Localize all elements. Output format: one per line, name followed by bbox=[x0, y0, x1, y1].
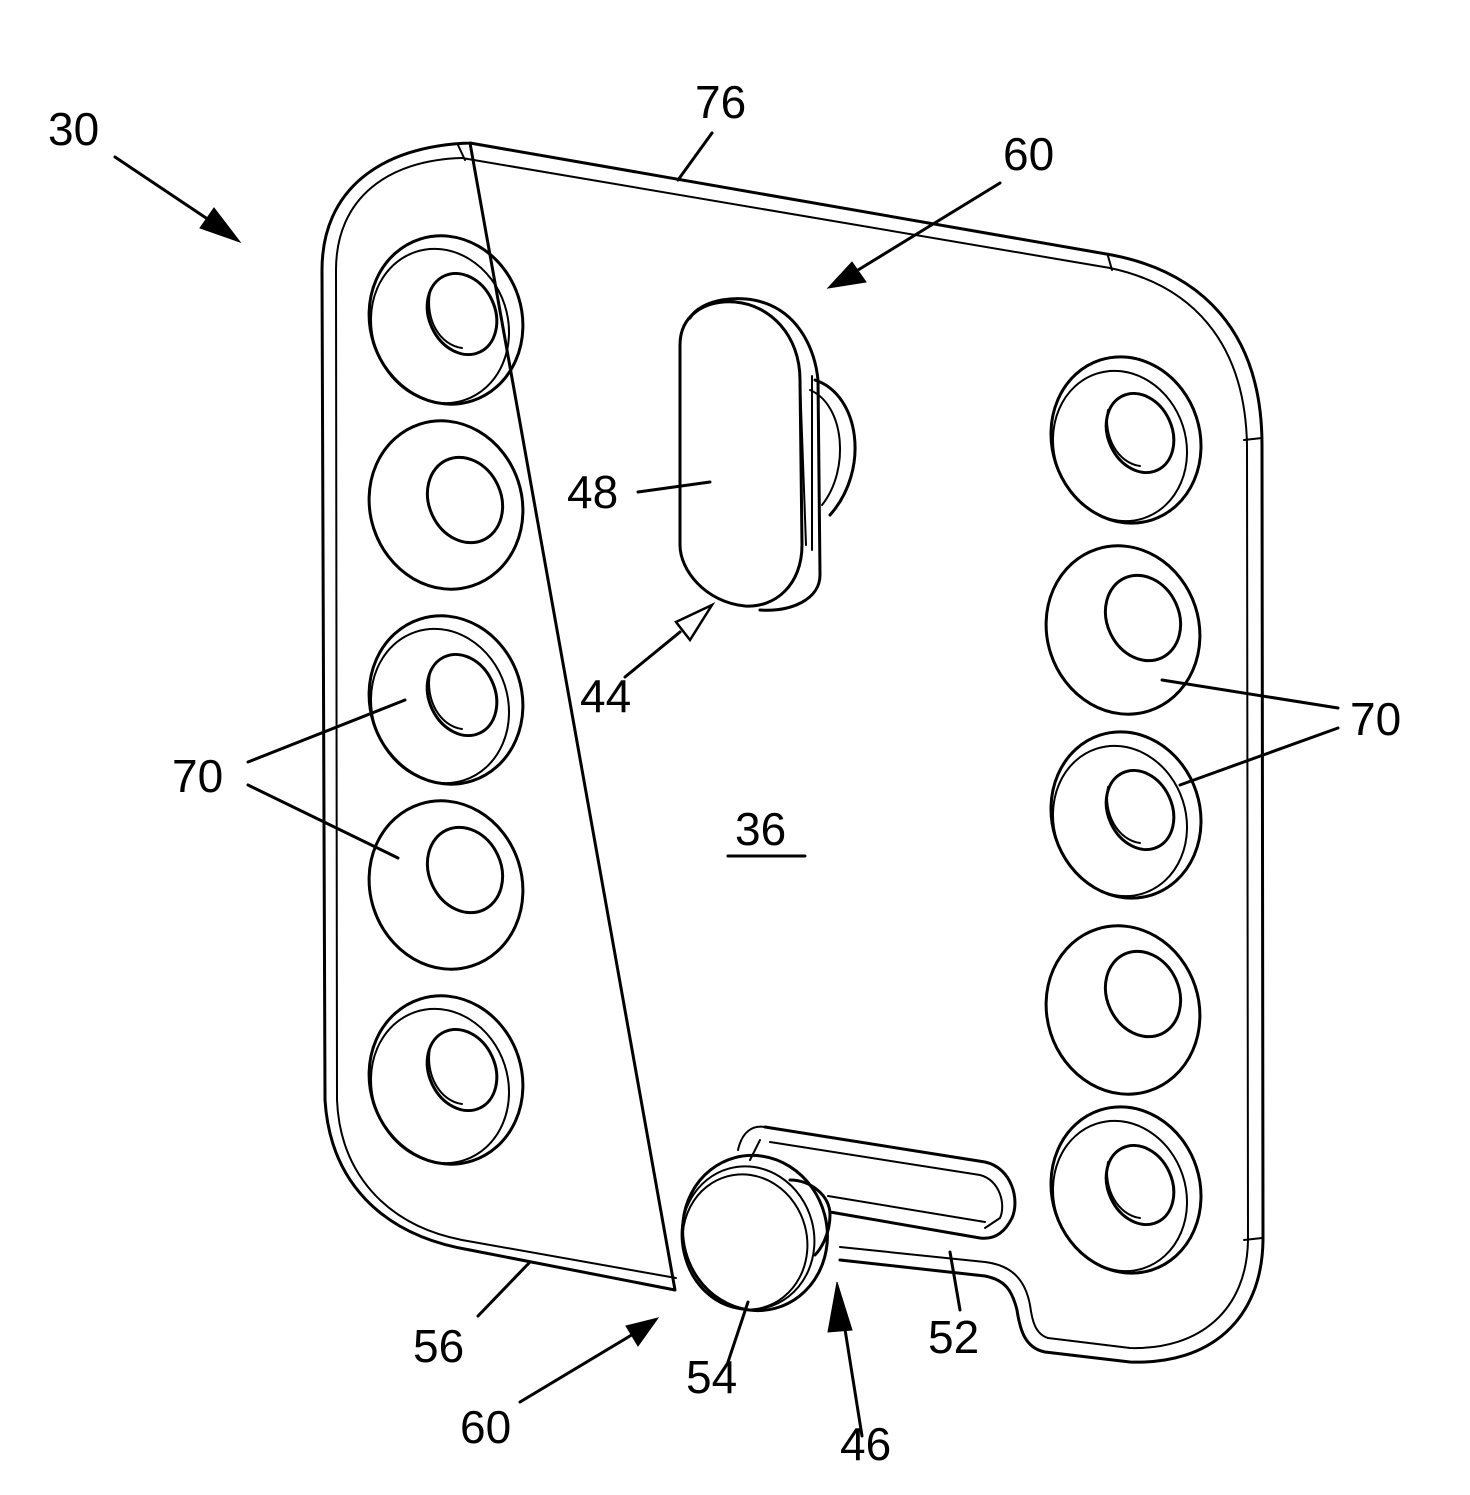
label-60-top: 60 bbox=[1003, 128, 1054, 180]
left-hole-5 bbox=[347, 976, 544, 1185]
label-60-bottom: 60 bbox=[460, 1401, 511, 1453]
upper-pin bbox=[680, 299, 855, 611]
right-hole-3 bbox=[1030, 712, 1223, 918]
leaders bbox=[115, 133, 1338, 1436]
label-54: 54 bbox=[686, 1351, 737, 1403]
label-48: 48 bbox=[567, 466, 618, 518]
right-hole-2 bbox=[1024, 526, 1221, 735]
label-44: 44 bbox=[580, 670, 631, 722]
label-46: 46 bbox=[840, 1418, 891, 1470]
left-hole-2 bbox=[347, 401, 544, 610]
label-70-right: 70 bbox=[1350, 693, 1401, 745]
label-30: 30 bbox=[48, 103, 99, 155]
lower-pin bbox=[665, 1139, 844, 1327]
label-76: 76 bbox=[695, 76, 746, 128]
right-hole-5 bbox=[1030, 1087, 1223, 1293]
left-hole-3 bbox=[347, 596, 544, 805]
right-hole-1 bbox=[1030, 337, 1223, 543]
label-56: 56 bbox=[413, 1320, 464, 1372]
left-hole-4 bbox=[347, 781, 544, 990]
left-mounting-holes bbox=[347, 216, 544, 1185]
label-70-left: 70 bbox=[172, 750, 223, 802]
reference-labels: 30 76 60 48 44 36 70 70 56 54 52 60 46 bbox=[48, 76, 1401, 1470]
label-52: 52 bbox=[928, 1311, 979, 1363]
slot bbox=[738, 1127, 1015, 1239]
right-hole-4 bbox=[1024, 906, 1221, 1115]
label-36: 36 bbox=[735, 803, 786, 855]
right-mounting-holes bbox=[1024, 337, 1222, 1293]
